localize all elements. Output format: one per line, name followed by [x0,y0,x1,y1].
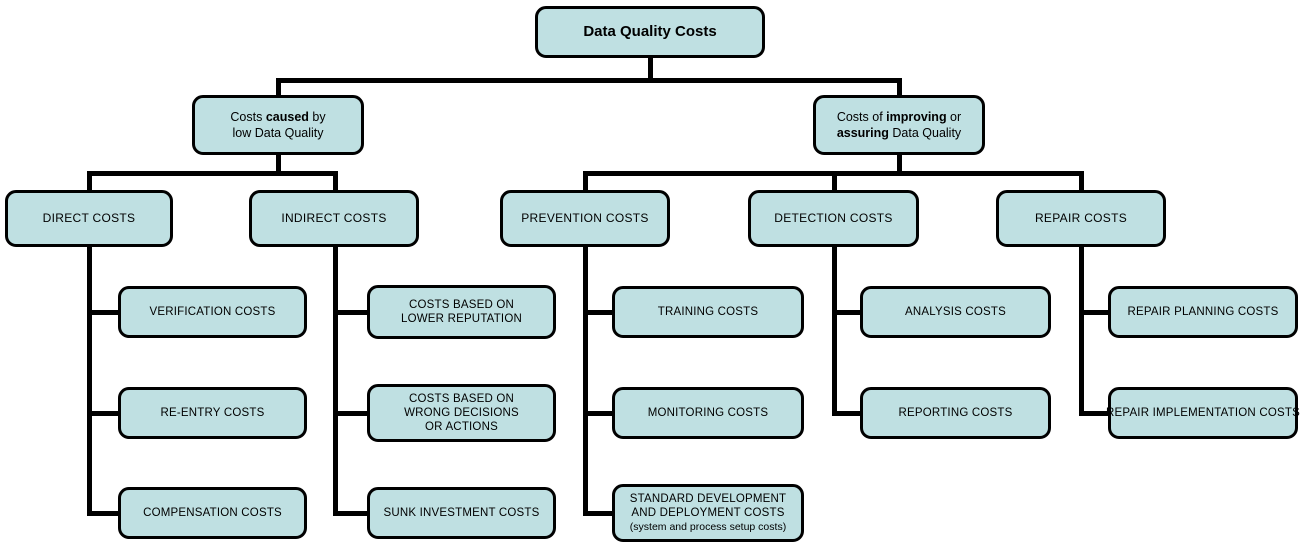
connector-line [583,511,613,516]
connector-line [832,171,837,191]
connector-line [832,411,861,416]
connector-line [583,411,613,416]
node-label: WRONG DECISIONS [404,407,519,419]
node-reentry: RE-ENTRY COSTS [118,387,307,439]
node-label: low Data Quality [232,126,324,140]
node-label: AND DEPLOYMENT COSTS [631,507,785,519]
connector-line [276,78,902,83]
connector-line [87,310,119,315]
node-detection: DETECTION COSTS [748,190,919,247]
connector-line [333,310,368,315]
node-prevention: PREVENTION COSTS [500,190,670,247]
node-label: VERIFICATION COSTS [149,306,276,318]
connector-line [87,511,119,516]
node-label: ANALYSIS COSTS [904,306,1006,318]
node-label: INDIRECT COSTS [281,211,387,225]
node-label: Costs of improving or [836,110,962,124]
node-compensation: COMPENSATION COSTS [118,487,307,539]
node-label: RE-ENTRY COSTS [160,407,265,419]
node-improving: Costs of improving or assuring Data Quali… [813,95,985,155]
node-label: LOWER REPUTATION [401,313,522,325]
connector-line [87,171,338,176]
connector-line [333,246,338,516]
connector-line [276,78,281,96]
node-label: PREVENTION COSTS [521,211,649,225]
node-label: REPAIR IMPLEMENTATION COSTS [1106,407,1300,419]
connector-line [897,154,902,175]
node-monitoring: MONITORING COSTS [612,387,804,439]
node-reputation: COSTS BASED ON LOWER REPUTATION [367,285,556,339]
node-caused: Costs caused by low Data Quality [192,95,364,155]
node-standard-development: STANDARD DEVELOPMENT AND DEPLOYMENT COSTS… [612,484,804,542]
node-direct: DIRECT COSTS [5,190,173,247]
node-sunk-investment: SUNK INVESTMENT COSTS [367,487,556,539]
node-wrong-decisions: COSTS BASED ON WRONG DECISIONS OR ACTIONS [367,384,556,442]
connector-line [1079,171,1084,191]
node-label: Costs caused by [230,110,326,124]
connector-line [583,310,613,315]
node-label: STANDARD DEVELOPMENT [629,493,787,505]
node-label: TRAINING COSTS [657,306,759,318]
node-label: DIRECT COSTS [42,211,136,225]
connector-line [87,171,92,191]
connector-line [87,411,119,416]
connector-line [1079,246,1084,416]
node-analysis: ANALYSIS COSTS [860,286,1051,338]
connector-line [333,171,338,191]
node-label: (system and process setup costs) [629,521,787,533]
node-verification: VERIFICATION COSTS [118,286,307,338]
connector-line [87,246,92,516]
node-repair-implementation: REPAIR IMPLEMENTATION COSTS [1106,387,1300,439]
node-repair-planning: REPAIR PLANNING COSTS [1108,286,1298,338]
node-training: TRAINING COSTS [612,286,804,338]
connector-line [1079,411,1109,416]
node-label: DETECTION COSTS [774,211,893,225]
connector-line [832,310,861,315]
node-label: SUNK INVESTMENT COSTS [383,507,540,519]
connector-line [897,78,902,96]
node-label: assuring Data Quality [836,126,962,140]
node-label: REPORTING COSTS [898,407,1013,419]
node-repair: REPAIR COSTS [996,190,1166,247]
node-indirect: INDIRECT COSTS [249,190,419,247]
connector-line [832,246,837,416]
node-label: COSTS BASED ON [408,299,515,311]
node-label: Data Quality Costs [583,23,717,40]
node-label: COMPENSATION COSTS [143,507,282,519]
node-label: OR ACTIONS [425,421,498,433]
connector-line [333,411,368,416]
connector-line [648,58,653,82]
node-label: REPAIR PLANNING COSTS [1127,306,1279,318]
connector-line [333,511,368,516]
connector-line [583,246,588,516]
node-label: COSTS BASED ON [408,393,515,405]
connector-line [276,154,281,175]
connector-line [583,171,588,191]
node-label: MONITORING COSTS [647,407,769,419]
node-label: REPAIR COSTS [1034,211,1128,225]
connector-line [1079,310,1109,315]
node-reporting: REPORTING COSTS [860,387,1051,439]
node-root: Data Quality Costs [535,6,765,58]
